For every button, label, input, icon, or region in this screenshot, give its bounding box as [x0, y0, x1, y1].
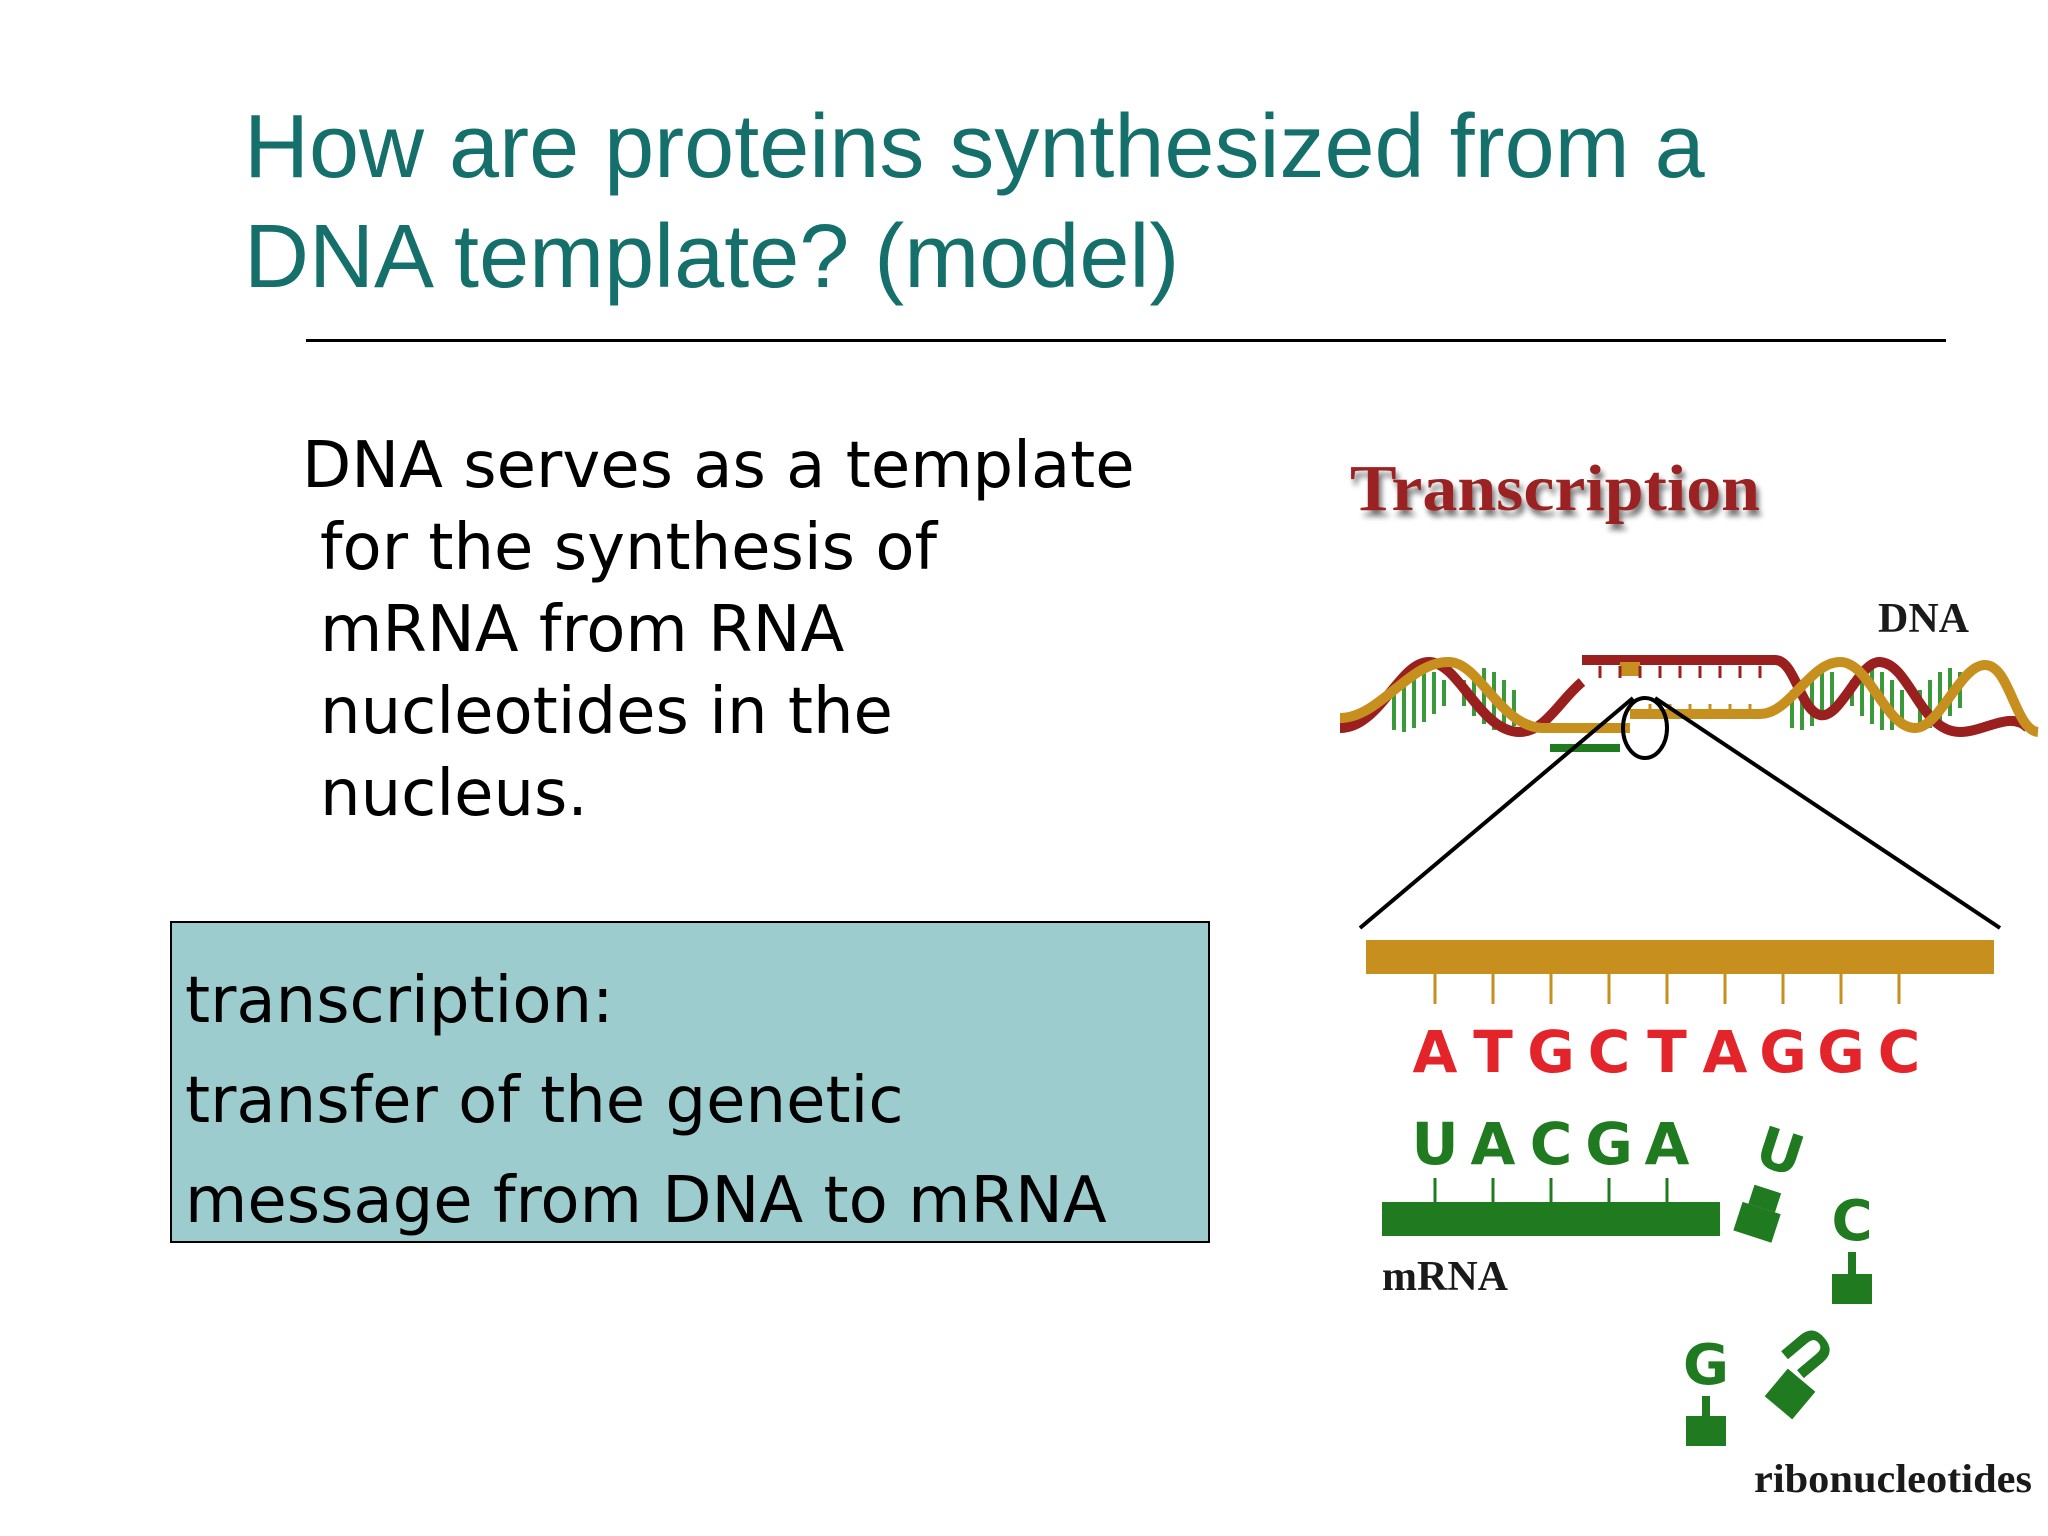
template-base: A — [1413, 1018, 1458, 1086]
title-line-2: DNA template? (model) — [244, 207, 1180, 307]
mrna-label: mRNA — [1382, 1254, 1509, 1300]
free-nucleotide-c: C — [1831, 1189, 1873, 1304]
template-base: C — [1878, 1018, 1921, 1086]
definition-line-1: transfer of the genetic — [185, 1064, 904, 1138]
title-line-1: How are proteins synthesized from a — [244, 97, 1705, 197]
transcription-diagram: Transcription DNA — [1339, 452, 2040, 1501]
template-base: A — [1703, 1018, 1748, 1086]
template-base: T — [1473, 1018, 1513, 1086]
template-bases: A T G C T A G G C — [1413, 1018, 1921, 1086]
mrna-base: C — [1530, 1110, 1573, 1178]
template-base: G — [1817, 1018, 1865, 1086]
template-base: C — [1588, 1018, 1631, 1086]
body-line-3: mRNA from RNA — [320, 593, 845, 667]
body-line-4: nucleotides in the — [320, 675, 893, 749]
definition-term: transcription: — [185, 964, 614, 1038]
free-base: G — [1683, 1333, 1729, 1398]
dna-helix — [1339, 655, 2040, 752]
template-base: G — [1759, 1018, 1807, 1086]
body-paragraph: DNA serves as a template for the synthes… — [302, 425, 1262, 835]
free-nucleotide-g: G — [1683, 1333, 1729, 1446]
slide-title: How are proteins synthesized from a DNA … — [244, 92, 1804, 312]
mrna-bases: U A C G A — [1411, 1110, 1689, 1178]
body-line-1: DNA serves as a template — [302, 429, 1135, 503]
dna-label: DNA — [1878, 596, 1970, 642]
mrna-base: G — [1585, 1110, 1633, 1178]
ribonucleotides-label: ribonucleotides — [1754, 1456, 2032, 1501]
mrna-base: U — [1411, 1110, 1458, 1178]
template-base: T — [1647, 1018, 1687, 1086]
mrna-base: A — [1471, 1110, 1516, 1178]
title-divider — [306, 339, 1946, 342]
body-line-2: for the synthesis of — [320, 511, 938, 585]
free-nucleotide-u: U — [1733, 1114, 1811, 1243]
free-ribonucleotides: U C U G — [1683, 1114, 1873, 1446]
definition-line-2: message from DNA to mRNA — [185, 1164, 1107, 1238]
template-strand — [1366, 940, 1994, 1004]
body-line-5: nucleus. — [320, 757, 588, 831]
template-base: G — [1527, 1018, 1575, 1086]
mrna-base: A — [1645, 1110, 1690, 1178]
zoom-lens — [1358, 696, 2002, 930]
diagram-heading: Transcription — [1350, 452, 1760, 525]
free-base: U — [1748, 1114, 1811, 1190]
mrna-strand — [1382, 1178, 1720, 1236]
definition-box: transcription: transfer of the genetic m… — [170, 921, 1210, 1243]
free-nucleotide-u2-body — [1764, 1368, 1816, 1420]
free-base: C — [1831, 1189, 1872, 1254]
